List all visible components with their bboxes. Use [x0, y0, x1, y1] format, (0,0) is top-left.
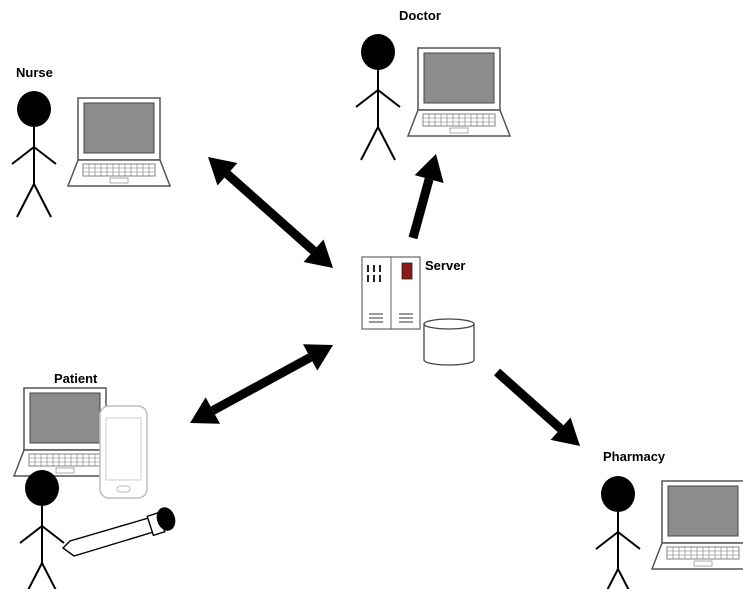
- arrow-server-doctor: [408, 154, 444, 240]
- database-icon: [423, 318, 475, 366]
- arrow-server-pharmacy: [494, 368, 580, 446]
- patient-label: Patient: [54, 371, 98, 386]
- inhaler-icon: [61, 507, 176, 557]
- arrow-patient-server: [190, 344, 333, 424]
- pharmacy-person-icon: [595, 475, 641, 589]
- doctor-laptop-icon: [407, 47, 511, 137]
- server-node: Server: [361, 256, 475, 366]
- doctor-label: Doctor: [399, 8, 441, 23]
- pharmacy-label: Pharmacy: [603, 449, 666, 464]
- edges: [190, 154, 580, 446]
- server-rack-icon: [361, 256, 421, 330]
- smartphone-icon: [99, 405, 148, 499]
- pharmacy-node: Pharmacy: [595, 449, 743, 589]
- nurse-label: Nurse: [16, 65, 53, 80]
- nurse-node: Nurse: [11, 65, 171, 218]
- patient-person-icon: [19, 469, 65, 589]
- doctor-person-icon: [355, 33, 401, 161]
- nurse-person-icon: [11, 90, 57, 218]
- doctor-node: Doctor: [355, 8, 511, 161]
- patient-node: Patient: [13, 371, 176, 589]
- arrow-nurse-server: [208, 157, 333, 268]
- pharmacy-laptop-icon: [651, 480, 743, 570]
- nurse-laptop-icon: [67, 97, 171, 187]
- server-label: Server: [425, 258, 465, 273]
